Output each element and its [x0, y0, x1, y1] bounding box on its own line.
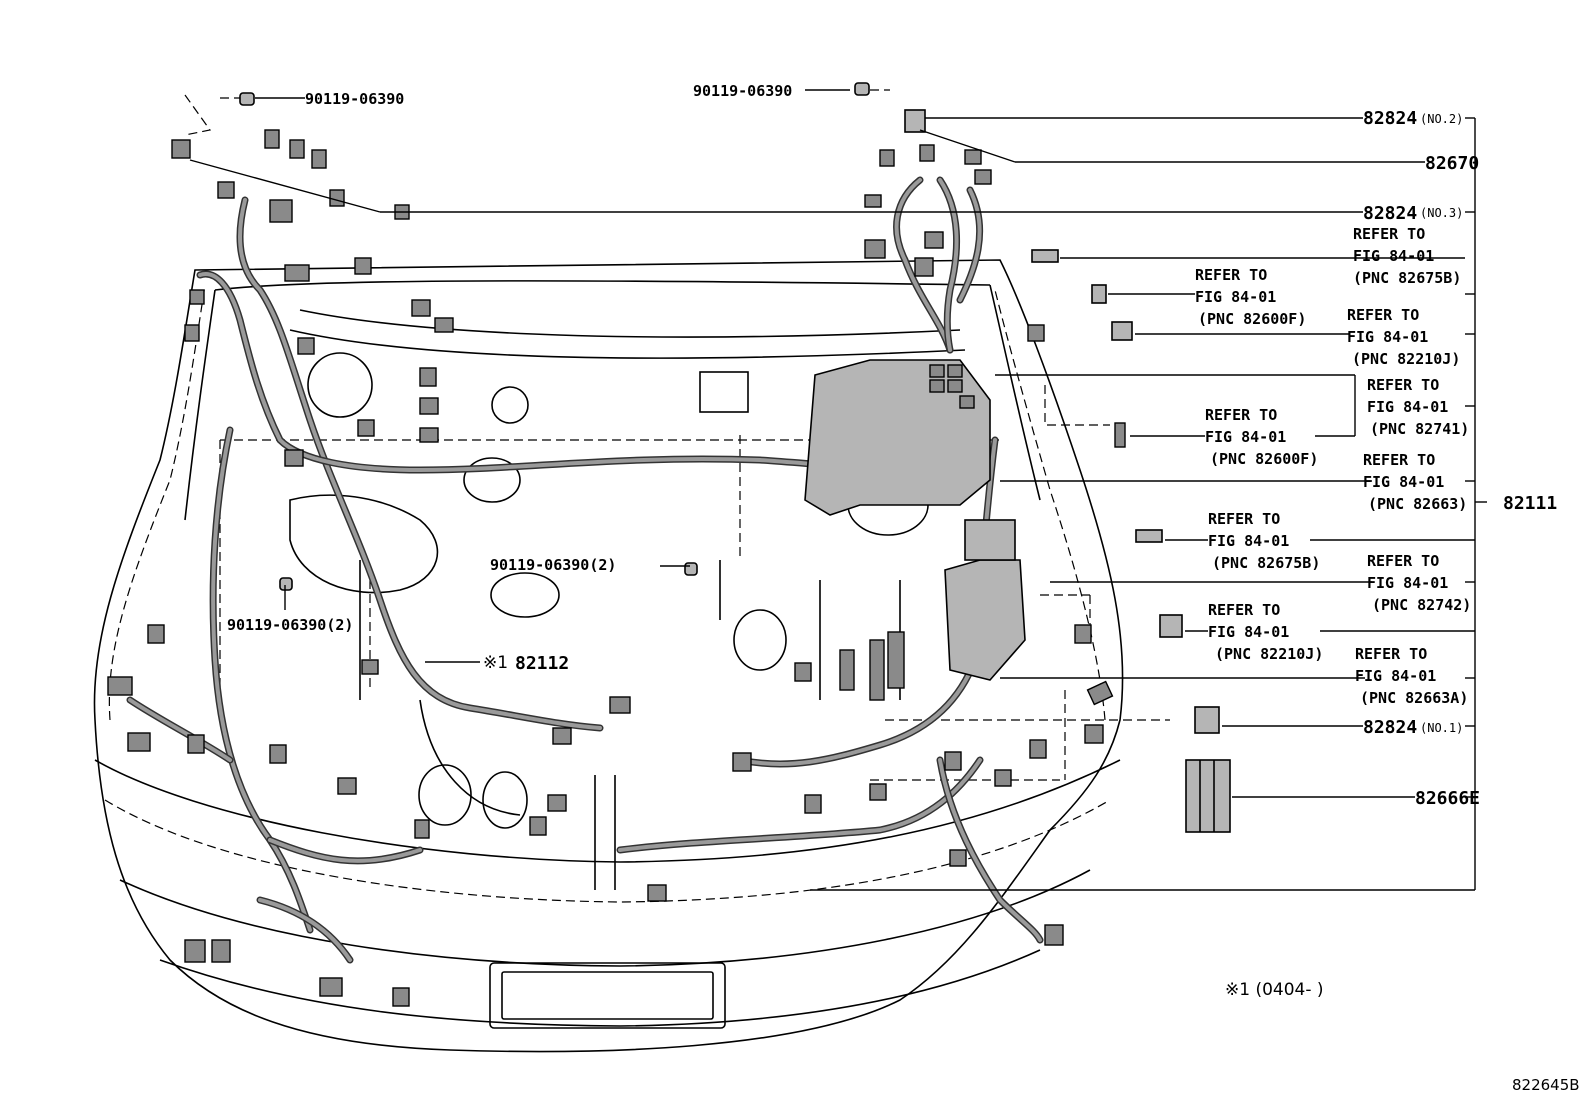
refer-to-82210j-top: REFER TO FIG 84-01 (PNC 82210J) — [1347, 306, 1460, 368]
svg-text:(PNC 82663A): (PNC 82663A) — [1360, 689, 1468, 707]
svg-text:REFER TO: REFER TO — [1195, 266, 1267, 284]
refer-to-82663a: REFER TO FIG 84-01 (PNC 82663A) — [1355, 645, 1468, 707]
note-mark-82112: ※1 — [483, 653, 508, 673]
refer-to-82663: REFER TO FIG 84-01 (PNC 82663) — [1363, 451, 1467, 513]
refer-to-callouts: REFER TO FIG 84-01 (PNC 82675B) REFER TO… — [1195, 225, 1471, 707]
svg-text:REFER TO: REFER TO — [1208, 510, 1280, 528]
svg-text:(PNC 82675B): (PNC 82675B) — [1353, 269, 1461, 287]
svg-text:FIG 84-01: FIG 84-01 — [1195, 288, 1276, 306]
harness-connectors — [107, 129, 1126, 1007]
part-number-labels: 90119-06390 90119-06390 90119-06390(2) 9… — [227, 82, 1580, 1094]
refer-to-82741: REFER TO FIG 84-01 (PNC 82741) — [1367, 376, 1469, 438]
part-82824-no2-suffix: (NO.2) — [1420, 112, 1463, 126]
engine-wire-harness — [126, 176, 1044, 964]
svg-text:(PNC 82600F): (PNC 82600F) — [1198, 310, 1306, 328]
svg-text:REFER TO: REFER TO — [1367, 552, 1439, 570]
svg-text:FIG 84-01: FIG 84-01 — [1208, 532, 1289, 550]
part-82112: 82112 — [515, 653, 569, 674]
svg-text:REFER TO: REFER TO — [1353, 225, 1425, 243]
part-82666e: 82666E — [1415, 788, 1480, 809]
callout-leader-lines — [189, 89, 1487, 891]
svg-text:FIG 84-01: FIG 84-01 — [1367, 398, 1448, 416]
svg-text:(PNC 82742): (PNC 82742) — [1372, 596, 1471, 614]
svg-text:REFER TO: REFER TO — [1205, 406, 1277, 424]
svg-text:FIG 84-01: FIG 84-01 — [1367, 574, 1448, 592]
svg-text:REFER TO: REFER TO — [1355, 645, 1427, 663]
svg-text:(PNC 82210J): (PNC 82210J) — [1352, 350, 1460, 368]
part-82670: 82670 — [1425, 153, 1479, 174]
part-82111: 82111 — [1503, 493, 1557, 514]
svg-text:(PNC 82663): (PNC 82663) — [1368, 495, 1467, 513]
part-82824-no3: 82824 — [1363, 203, 1417, 224]
svg-text:(PNC 82600F): (PNC 82600F) — [1210, 450, 1318, 468]
svg-text:(PNC 82675B): (PNC 82675B) — [1212, 554, 1320, 572]
refer-to-82600f-top: REFER TO FIG 84-01 (PNC 82600F) — [1195, 266, 1306, 328]
part-82824-no1-suffix: (NO.1) — [1420, 721, 1463, 735]
part-82824-no3-suffix: (NO.3) — [1420, 206, 1463, 220]
part-82824-no1: 82824 — [1363, 717, 1417, 738]
svg-text:(PNC 82741): (PNC 82741) — [1370, 420, 1469, 438]
footnote: ※1 (0404- ) — [1225, 980, 1324, 1000]
svg-text:REFER TO: REFER TO — [1347, 306, 1419, 324]
refer-to-82742: REFER TO FIG 84-01 (PNC 82742) — [1367, 552, 1471, 614]
relay-blocks-and-parts — [239, 82, 1231, 833]
svg-text:REFER TO: REFER TO — [1367, 376, 1439, 394]
svg-text:FIG 84-01: FIG 84-01 — [1355, 667, 1436, 685]
refer-to-82210j-mid: REFER TO FIG 84-01 (PNC 82210J) — [1208, 601, 1323, 663]
svg-text:FIG 84-01: FIG 84-01 — [1208, 623, 1289, 641]
svg-text:REFER TO: REFER TO — [1363, 451, 1435, 469]
diagram-code: 822645B — [1512, 1076, 1580, 1094]
refer-to-82600f-mid: REFER TO FIG 84-01 (PNC 82600F) — [1205, 406, 1318, 468]
svg-text:FIG 84-01: FIG 84-01 — [1205, 428, 1286, 446]
svg-text:FIG 84-01: FIG 84-01 — [1363, 473, 1444, 491]
svg-text:FIG 84-01: FIG 84-01 — [1347, 328, 1428, 346]
svg-text:(PNC 82210J): (PNC 82210J) — [1215, 645, 1323, 663]
svg-text:REFER TO: REFER TO — [1208, 601, 1280, 619]
part-82824-no2: 82824 — [1363, 108, 1417, 129]
bolt-label-top-center: 90119-06390 — [693, 82, 792, 100]
bolt-label-top-left: 90119-06390 — [305, 90, 404, 108]
refer-to-82675b-mid: REFER TO FIG 84-01 (PNC 82675B) — [1208, 510, 1320, 572]
refer-to-82675b-top: REFER TO FIG 84-01 (PNC 82675B) — [1353, 225, 1461, 287]
bolt-label-mid-center: 90119-06390(2) — [490, 556, 616, 574]
bolt-label-mid-left: 90119-06390(2) — [227, 616, 353, 634]
vehicle-body-outline — [93, 94, 1170, 1053]
svg-text:FIG 84-01: FIG 84-01 — [1353, 247, 1434, 265]
